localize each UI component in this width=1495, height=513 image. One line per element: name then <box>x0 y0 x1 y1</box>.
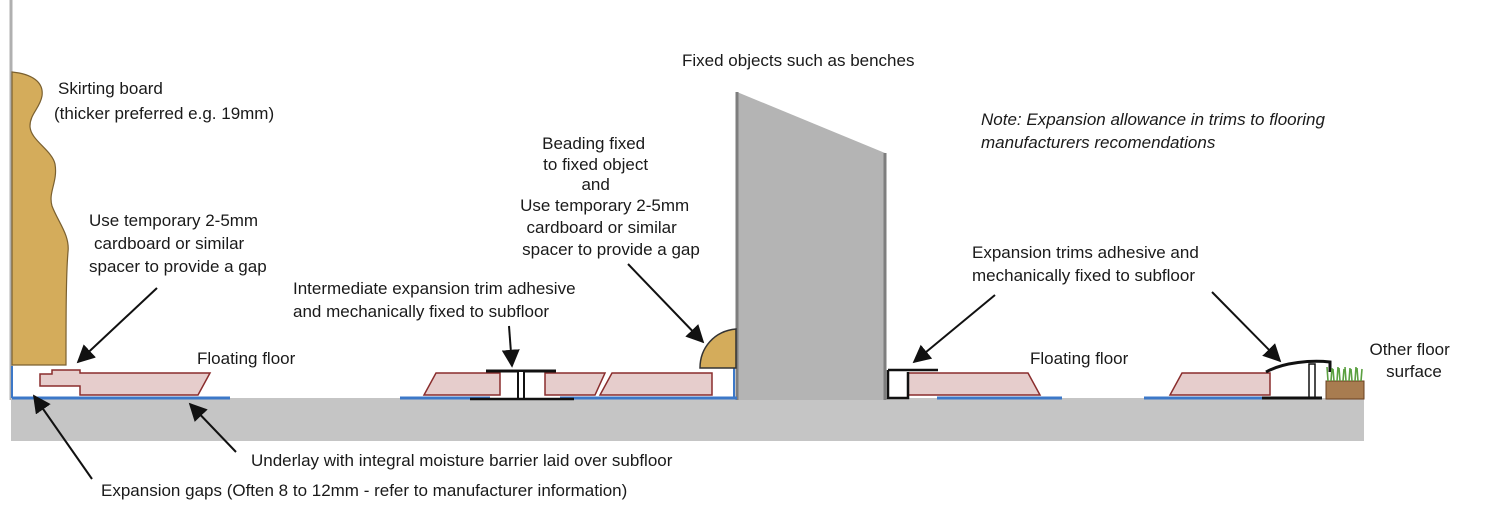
transition-trim <box>1262 359 1332 400</box>
carpet-tuft <box>1338 367 1341 382</box>
end-trim-left <box>886 368 938 400</box>
plank-right-1 <box>907 372 1042 396</box>
arrow-beading <box>627 263 705 344</box>
label-underlay: Underlay with integral moisture barrier … <box>251 451 673 470</box>
carpet-tuft <box>1348 367 1351 382</box>
arrow-spacer-left <box>76 287 158 364</box>
carpet-tuft <box>1332 368 1335 382</box>
label-expansion-gaps: Expansion gaps (Often 8 to 12mm - refer … <box>101 481 627 500</box>
carpet-tuft <box>1326 366 1329 382</box>
other-floor-surface <box>1325 366 1365 400</box>
plank-mid-3 <box>598 372 713 396</box>
arrow-end-trim <box>912 294 996 364</box>
plank-mid-2 <box>544 372 607 396</box>
carpet-pile <box>1326 366 1363 382</box>
label-expansion-trims: Expansion trims adhesive and mechanicall… <box>972 243 1204 285</box>
arrow-expansion-gap <box>32 394 93 480</box>
label-note: Note: Expansion allowance in trims to fl… <box>981 110 1330 152</box>
carpet-tuft <box>1360 368 1363 382</box>
fixed-object-bench <box>737 92 885 400</box>
label-beading: Beading fixed to fixed object and Use te… <box>520 134 700 259</box>
skirting-board <box>11 71 69 366</box>
carpet-tuft <box>1354 366 1357 382</box>
label-floating-floor-left: Floating floor <box>197 349 296 368</box>
arrow-underlay <box>188 402 237 453</box>
label-intermediate-trim: Intermediate expansion trim adhesive and… <box>293 279 580 321</box>
carpet-tuft <box>1336 366 1339 382</box>
arrow-transition-trim <box>1211 291 1282 363</box>
beading-quadrant <box>699 328 737 369</box>
label-other-floor: Other floor surface <box>1369 340 1454 381</box>
leader-arrows <box>32 263 1282 480</box>
subfloor <box>11 398 1364 441</box>
carpet-tuft <box>1344 366 1347 382</box>
carpet-tuft <box>1342 368 1345 382</box>
label-skirting-board: Skirting board (thicker preferred e.g. 1… <box>54 79 274 123</box>
arrow-intermediate-trim <box>501 325 520 368</box>
carpet-tuft <box>1350 368 1353 382</box>
label-spacer-left: Use temporary 2-5mm cardboard or similar… <box>89 211 267 276</box>
carpet-tuft <box>1356 367 1359 382</box>
floor-planks <box>39 369 1271 396</box>
label-fixed-objects: Fixed objects such as benches <box>682 51 914 70</box>
plank-mid-1 <box>422 372 501 396</box>
carpet-tuft <box>1330 367 1333 382</box>
plank-left <box>39 369 212 396</box>
intermediate-expansion-trim <box>470 369 574 401</box>
plank-right-2 <box>1168 372 1271 396</box>
label-floating-floor-right: Floating floor <box>1030 349 1129 368</box>
